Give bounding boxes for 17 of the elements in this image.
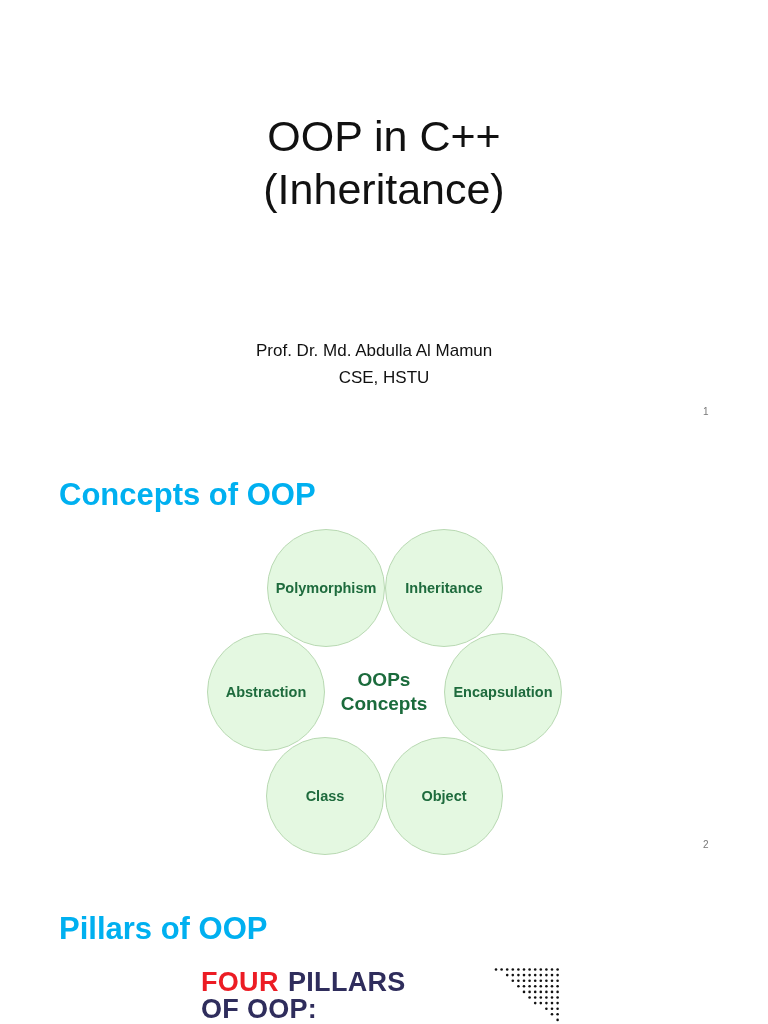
section-heading: Pillars of OOP xyxy=(59,911,268,947)
circle-label: Inheritance xyxy=(405,580,483,596)
section-heading: Concepts of OOP xyxy=(59,477,316,513)
poster-heading: OF OOP: xyxy=(201,996,318,1023)
center-label: OOPs Concepts xyxy=(339,668,429,716)
affiliation: CSE, HSTU xyxy=(337,367,431,389)
circle-label: Object xyxy=(421,788,467,804)
author-name: Prof. Dr. Md. Abdulla Al Mamun xyxy=(256,340,494,362)
slide-title: OOP in C++ (Inheritance) xyxy=(262,111,506,215)
page-number: 2 xyxy=(703,839,709,851)
circle-label: Encapsulation xyxy=(453,684,553,700)
circle-label: Class xyxy=(305,788,345,804)
page-number: 1 xyxy=(703,406,709,418)
poster-heading: FOUR xyxy=(201,969,279,996)
circle-label: Polymorphism xyxy=(275,580,377,596)
circle-label: Abstraction xyxy=(225,684,307,700)
poster-heading: PILLARS xyxy=(288,969,406,996)
